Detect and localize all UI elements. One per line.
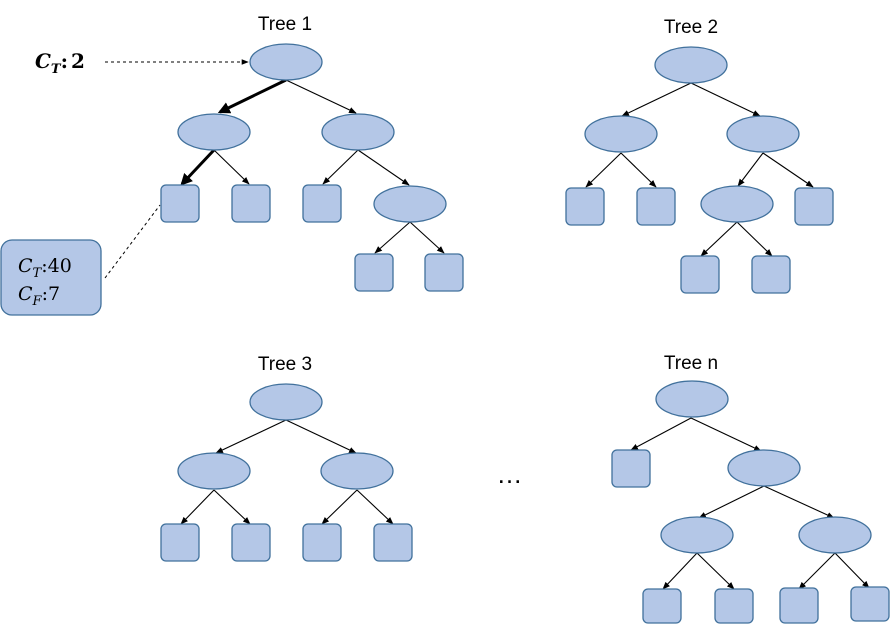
tree-title: Tree 3 (258, 354, 312, 375)
tree-root-node (249, 43, 323, 81)
tree-leaf-node (794, 187, 834, 226)
tree-2: Tree 2 (565, 17, 834, 294)
tree-edge (690, 82, 761, 117)
annotation-colon: : (61, 49, 68, 73)
tree-leaf-node (611, 449, 651, 488)
svg-text:CT:2: CT:2 (35, 49, 85, 77)
tree-1: Tree 1 (160, 14, 464, 292)
tree-split-node (726, 115, 800, 153)
tree-edge-highlighted (217, 78, 287, 114)
tree-3: Tree 3 (160, 354, 413, 562)
tree-split-node (584, 115, 658, 153)
root-cost-annotation: CT:2 (35, 49, 249, 77)
tree-title: Tree 2 (664, 17, 718, 38)
tree-split-node (321, 113, 395, 151)
tree-edge-highlighted (180, 148, 216, 186)
tree-edge (798, 552, 836, 590)
tree-edge (285, 79, 357, 114)
tree-leaf-node (302, 523, 342, 562)
tree-split-node (177, 452, 251, 490)
tree-edge (698, 485, 765, 519)
tree-leaf-node (636, 187, 676, 226)
tree-root-node (654, 46, 728, 84)
tree-leaf-node (424, 253, 464, 292)
tree-edge (690, 417, 762, 452)
callout-box (0, 239, 102, 316)
tree-split-node (373, 185, 447, 223)
leaf-callout: CT:40 CF:7 (0, 204, 161, 316)
tree-leaf-node (373, 523, 413, 562)
tree-edge (374, 221, 411, 254)
tree-leaf-node (354, 253, 394, 292)
tree-leaf-node (714, 588, 754, 624)
callout-value: 40 (48, 255, 72, 277)
tree-split-node (320, 452, 394, 490)
tree-title: Tree 1 (258, 14, 312, 35)
tree-leaf-node (779, 587, 819, 624)
tree-edge (696, 552, 735, 590)
tree-edge (620, 152, 657, 188)
callout-subscript: T (33, 266, 43, 281)
tree-edge (215, 419, 287, 454)
tree-edge (737, 152, 764, 187)
callout-symbol: C (18, 255, 33, 277)
tree-n: Tree n (611, 353, 890, 624)
tree-title: Tree n (664, 353, 718, 374)
callout-pointer (104, 204, 161, 279)
tree-edge (834, 552, 870, 589)
tree-leaf-node (160, 523, 200, 562)
tree-leaf-node (231, 523, 271, 562)
tree-leaf-node (850, 586, 890, 622)
callout-value: 7 (48, 283, 60, 305)
callout-colon: : (41, 255, 47, 277)
tree-split-node (798, 516, 872, 554)
tree-leaf-node (642, 588, 682, 624)
tree-leaf-node (302, 184, 342, 223)
tree-edge (621, 82, 692, 117)
tree-edge (763, 485, 835, 519)
tree-edge (285, 419, 357, 454)
tree-edge (662, 552, 698, 590)
svg-text:CF:7: CF:7 (18, 283, 60, 309)
tree-edge (700, 221, 738, 257)
annotation-value: 2 (71, 49, 85, 73)
tree-edge (409, 221, 445, 254)
tree-leaf-node (565, 187, 605, 226)
tree-edge (321, 489, 358, 525)
tree-split-node (700, 185, 774, 223)
tree-leaf-node-highlighted (160, 184, 200, 223)
tree-leaf-node (231, 184, 271, 223)
tree-edge (357, 149, 410, 186)
tree-edge (356, 489, 394, 525)
tree-edge (180, 489, 215, 525)
tree-edge (213, 489, 251, 525)
callout-colon: : (42, 283, 48, 305)
more-trees-ellipsis: … (497, 459, 526, 489)
tree-root-node (249, 383, 323, 421)
tree-edge (322, 149, 359, 185)
tree-edge (630, 417, 692, 451)
tree-leaf-node (680, 255, 720, 294)
tree-root-node (655, 380, 729, 418)
svg-text:CT:40: CT:40 (18, 255, 72, 281)
tree-split-node (660, 516, 734, 554)
callout-symbol: C (18, 283, 33, 305)
tree-edge (736, 221, 773, 257)
annotation-symbol: C (35, 49, 51, 73)
tree-split-node (727, 449, 801, 487)
annotation-subscript: T (51, 62, 62, 77)
tree-split-node (177, 113, 251, 151)
tree-edge (585, 152, 622, 188)
callout-subscript: F (32, 294, 43, 309)
tree-edge (762, 152, 814, 188)
tree-edge (213, 149, 250, 185)
tree-leaf-node (751, 255, 791, 294)
